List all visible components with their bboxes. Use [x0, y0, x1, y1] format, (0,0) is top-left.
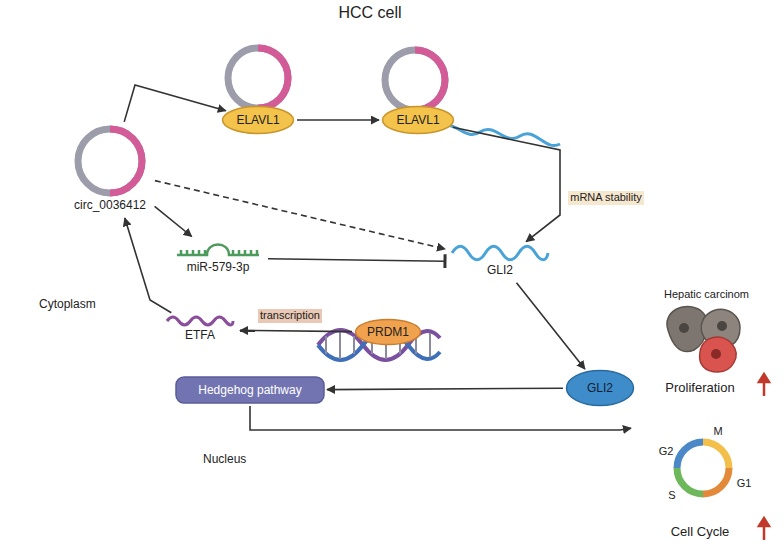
region-label: Nucleus — [203, 452, 246, 466]
arrow-connector — [327, 388, 563, 389]
figure-label: Proliferation — [665, 380, 734, 396]
circ-rna-complex — [228, 48, 288, 108]
mrna: GLI2 — [447, 243, 553, 281]
arrow-connector — [240, 330, 352, 331]
figure-label: G2 — [659, 445, 674, 458]
protein-oval: GLI2 — [565, 369, 635, 407]
circ-rna-figure — [70, 124, 150, 198]
cell-cycle-ring — [703, 468, 729, 494]
protein-oval: ELAVL1 — [381, 105, 455, 135]
region-label: Cytoplasm — [39, 297, 96, 311]
circ-rna-figure — [78, 129, 142, 193]
increase-arrow — [759, 374, 769, 382]
node-label: ELAVL1 — [236, 113, 279, 127]
arrow-connector — [517, 283, 585, 369]
cell-cycle-ring — [703, 442, 729, 468]
cell-outline: CytoplasmNucleus Hedgehog pathway PRDM1 ETF… — [15, 25, 720, 552]
node-label: Hedgehog pathway — [198, 383, 301, 397]
tumour-cells — [679, 323, 689, 333]
arrow-connector — [125, 218, 172, 313]
tumour-cells — [717, 321, 727, 331]
protein-oval: PRDM1 — [354, 318, 422, 346]
arrow-connector — [297, 119, 379, 121]
nucleus-outline: Nucleus Hedgehog pathway PRDM1 ETFA — [125, 262, 460, 512]
protein-oval-shape — [356, 320, 421, 345]
node-label: ELAVL1 — [396, 113, 439, 127]
cell-cycle-ring — [677, 442, 703, 468]
arrow-connector — [155, 181, 445, 249]
circ-rna-complex — [228, 48, 445, 110]
pathway-box-shape — [176, 377, 324, 403]
protein-oval-shape — [567, 371, 634, 406]
node-label: miR-579-3p — [187, 260, 250, 274]
mirna: miR-579-3p — [170, 238, 266, 278]
circ-rna-complex — [385, 50, 445, 110]
node-label: ETFA — [185, 328, 215, 342]
node-label: PRDM1 — [367, 325, 409, 339]
node-label: GLI2 — [487, 263, 513, 277]
tumour-cells — [667, 306, 740, 372]
mrna-figure — [167, 317, 233, 325]
circ-rna: circ_0036412 — [67, 124, 153, 216]
mirna-figure — [173, 238, 263, 260]
outcome-panel: Hepatic carcinom — [633, 282, 780, 550]
circ-rna-complex — [415, 50, 445, 110]
edge-label: transcription — [258, 309, 322, 322]
protein-oval-shape — [223, 107, 294, 134]
node-label: GLI2 — [587, 381, 613, 395]
mrna-figure — [450, 243, 550, 263]
edge-label: mRNA stability — [568, 191, 644, 204]
circ-rna-figure — [110, 129, 142, 193]
cell-cycle-ring — [677, 442, 729, 494]
cell-outline — [18, 28, 717, 548]
arrow-connector — [453, 127, 560, 241]
protein-oval-shape — [383, 107, 454, 134]
figure-label: Cell Cycle — [671, 524, 730, 540]
mrna-figure — [165, 314, 235, 328]
pathway-box: Hedgehog pathway — [175, 376, 325, 404]
figure-label: M — [713, 425, 722, 438]
arrow-connector — [155, 206, 192, 236]
outcome-panel — [633, 282, 780, 550]
outcome-panel — [634, 283, 779, 549]
diagram-title: HCC cell — [338, 3, 401, 22]
increase-arrow — [759, 374, 769, 540]
mrna-figure — [452, 246, 548, 260]
circ-rna-complex — [258, 48, 288, 108]
figure-label: S — [668, 489, 675, 502]
mirna-figure — [177, 244, 259, 255]
tumour-cells — [711, 349, 721, 359]
protein-oval: ELAVL1 — [221, 105, 295, 135]
increase-arrow — [759, 518, 769, 526]
region-label: Hepatic carcinom — [664, 288, 749, 301]
inhibition-line — [268, 259, 445, 262]
arrow-connector — [250, 406, 631, 430]
arrow-connector — [124, 85, 226, 122]
tumour-cells — [700, 337, 736, 372]
mrna: ETFA — [162, 314, 238, 346]
nucleus-outline — [127, 264, 458, 510]
cell-cycle-ring — [677, 468, 703, 494]
node-label: circ_0036412 — [74, 198, 146, 212]
cell-outline — [15, 25, 720, 552]
figure-label: G1 — [737, 477, 752, 490]
